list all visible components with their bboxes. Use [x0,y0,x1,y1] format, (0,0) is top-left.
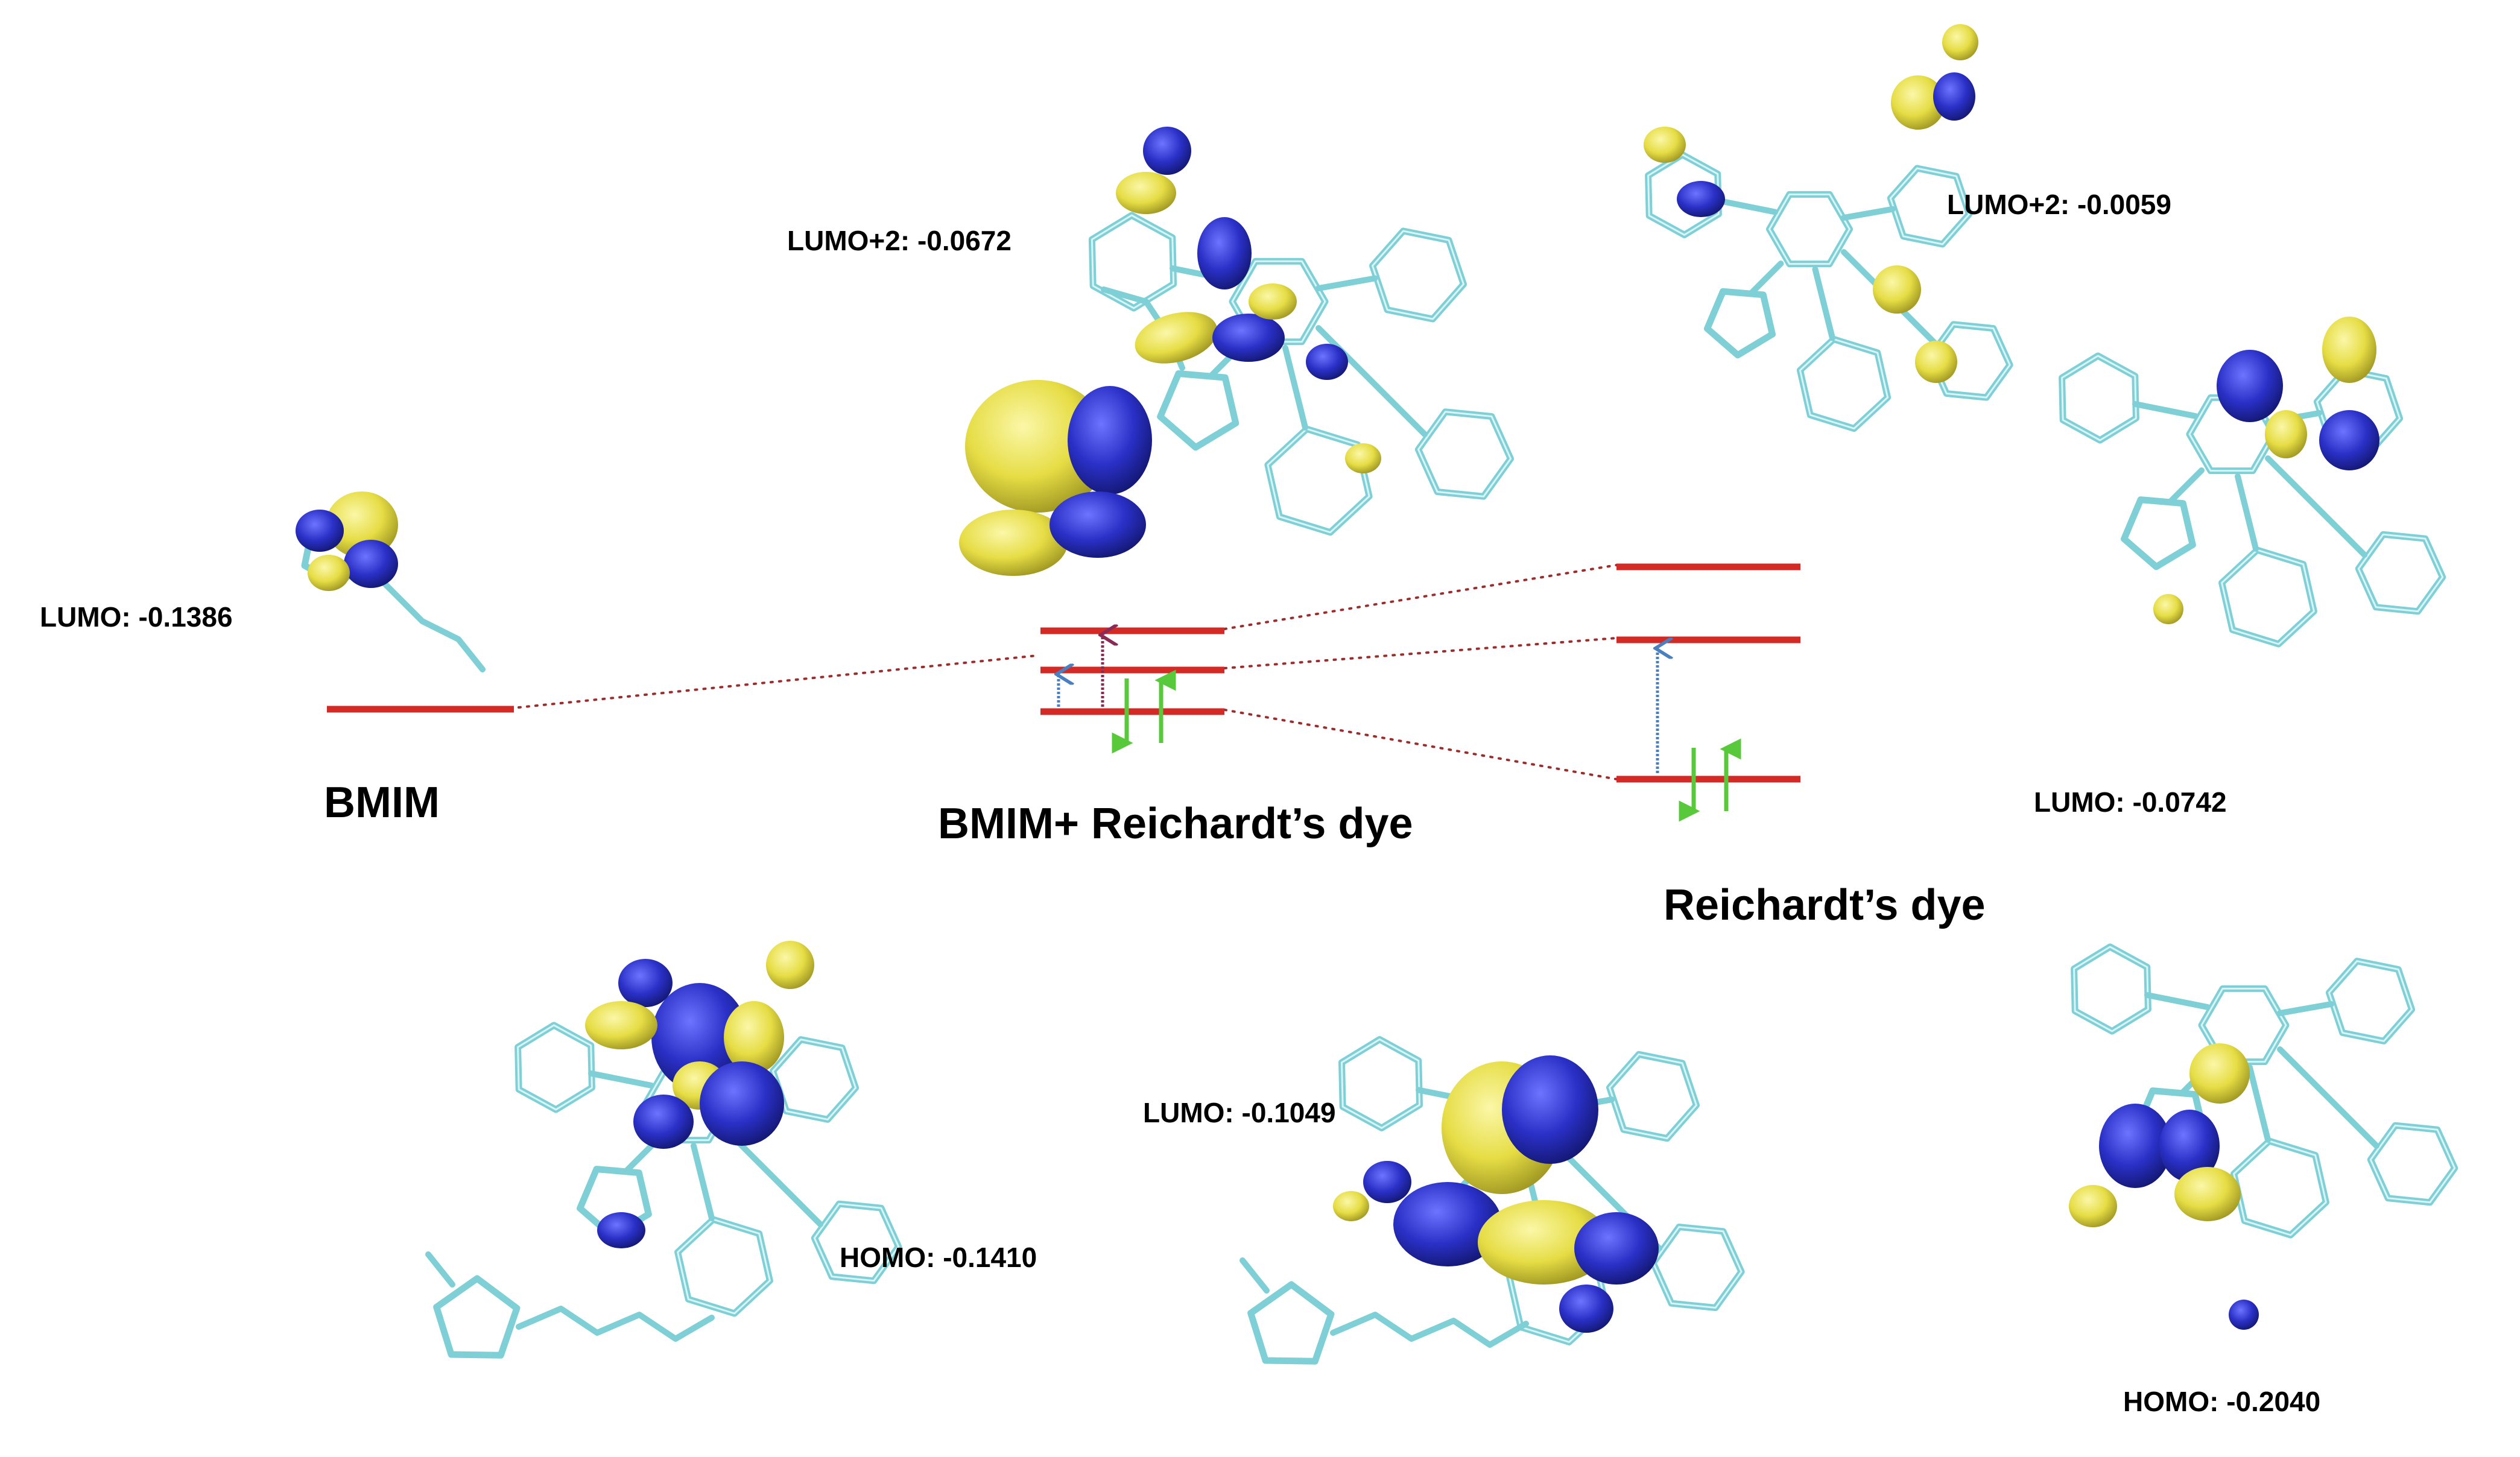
complex-title: BMIM+ Reichardt’s dye [938,800,1413,848]
dye-lumo-label: LUMO: -0.0742 [2034,786,2227,818]
complex-homo-label: HOMO: -0.1410 [840,1242,1037,1273]
connector-bmim-lumo [518,654,1039,709]
bmim-title: BMIM [324,779,440,827]
complex-homo-molecule [425,941,902,1359]
connector-lumo2 [1223,564,1618,630]
dye-lumo-molecule [2059,317,2446,648]
complex-lumo2-molecule [959,127,1515,576]
dye-homo-molecule [2069,943,2458,1330]
bmim-lumo-label: LUMO: -0.1386 [40,601,233,633]
complex-lumo-molecule [1239,1036,1745,1365]
dye-lumo2-molecule [1644,24,2013,432]
dye-homo-label: HOMO: -0.2040 [2123,1386,2321,1417]
bmim-molecule [296,491,486,672]
connector-homo [1223,709,1618,780]
complex-lumo-label: LUMO: -0.1049 [1143,1097,1336,1128]
molecules [296,24,2458,1365]
transitions [1059,635,1741,822]
connector-lumo [1223,637,1618,669]
dye-lumo2-label: LUMO+2: -0.0059 [1947,189,2171,220]
dye-title: Reichardt’s dye [1664,881,1986,929]
level-connectors [518,564,1618,780]
energy-levels [327,563,1800,783]
complex-lumo2-label: LUMO+2: -0.0672 [787,225,1011,256]
